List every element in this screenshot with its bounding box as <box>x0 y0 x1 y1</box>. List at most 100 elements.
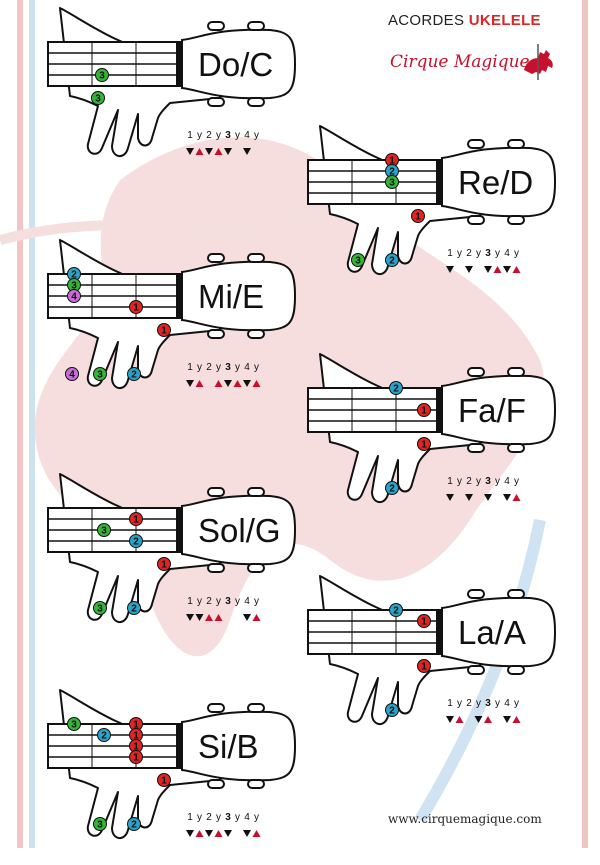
strum-count-label: 3 <box>225 362 231 373</box>
finger-dot <box>129 534 143 548</box>
finger-number: 2 <box>393 606 399 617</box>
strum-down-arrow-icon <box>243 830 251 837</box>
title-plain: ACORDES <box>388 12 465 29</box>
strum-down-arrow-icon <box>446 494 454 501</box>
fretboard <box>47 41 182 87</box>
finger-number: 3 <box>99 71 105 82</box>
finger-dot <box>385 175 399 189</box>
finger-number: 3 <box>95 94 101 105</box>
finger-number: 1 <box>421 406 427 417</box>
finger-number: 2 <box>389 167 395 178</box>
strum-count-label: 2 <box>206 130 212 141</box>
finger-dot <box>93 367 107 381</box>
strum-count-label: y <box>254 130 259 141</box>
strum-count-label: 3 <box>225 130 231 141</box>
website-url[interactable]: www.cirquemagique.com <box>388 812 542 826</box>
strum-count-label: 1 <box>447 248 453 259</box>
finger-dot <box>157 773 171 787</box>
finger-number: 4 <box>69 370 75 381</box>
strum-up-arrow-icon <box>512 494 521 501</box>
strum-up-arrow-icon <box>252 380 261 387</box>
finger-number: 1 <box>133 720 139 731</box>
finger-dot <box>67 717 81 731</box>
strum-down-arrow-icon <box>503 494 511 501</box>
headstock <box>441 367 557 453</box>
finger-dot <box>417 614 431 628</box>
strum-count-label: 3 <box>485 476 491 487</box>
strum-up-arrow-icon <box>195 148 204 155</box>
headstock <box>181 253 297 339</box>
chord-name: Fa/F <box>458 392 526 429</box>
strum-up-arrow-icon <box>214 830 223 837</box>
strum-count-label: y <box>514 476 519 487</box>
strum-count-label: 2 <box>466 698 472 709</box>
strum-count-label: 2 <box>466 476 472 487</box>
finger-dots: 33 <box>91 68 109 105</box>
strum-up-arrow-icon <box>233 380 242 387</box>
fretboard <box>307 159 442 205</box>
finger-number: 2 <box>393 384 399 395</box>
strum-down-arrow-icon <box>186 380 194 387</box>
strum-up-arrow-icon <box>195 830 204 837</box>
headstock <box>441 589 557 675</box>
strum-up-arrow-icon <box>512 716 521 723</box>
strum-up-arrow-icon <box>195 380 204 387</box>
strum-count-label: 4 <box>244 362 250 373</box>
strum-count-label: 2 <box>466 248 472 259</box>
strum-count-label: y <box>197 362 202 373</box>
strum-count-label: y <box>216 812 221 823</box>
finger-number: 2 <box>389 484 395 495</box>
finger-number: 2 <box>131 604 137 615</box>
finger-number: 2 <box>389 706 395 717</box>
finger-number: 3 <box>101 526 107 537</box>
chord-name: Si/B <box>198 728 259 765</box>
finger-number: 1 <box>133 731 139 742</box>
finger-dot <box>129 512 143 526</box>
strum-count-label: 3 <box>485 248 491 259</box>
strum-count-label: y <box>495 476 500 487</box>
strum-count-label: y <box>254 362 259 373</box>
strum-count-label: 4 <box>244 812 250 823</box>
finger-dot <box>385 253 399 267</box>
strum-count-label: 1 <box>447 698 453 709</box>
strum-down-arrow-icon <box>465 494 473 501</box>
strum-down-arrow-icon <box>465 266 473 273</box>
strum-down-arrow-icon <box>195 614 204 621</box>
strum-count-label: y <box>254 596 259 607</box>
headstock <box>181 487 297 573</box>
finger-dot <box>95 68 109 82</box>
finger-dot <box>93 817 107 831</box>
strum-count-label: y <box>457 476 462 487</box>
strum-down-arrow-icon <box>205 830 213 837</box>
finger-dot <box>97 728 111 742</box>
strum-down-arrow-icon <box>224 830 232 837</box>
fretboard <box>307 609 442 655</box>
carousel-horse-icon <box>524 44 553 80</box>
finger-dot <box>411 209 425 223</box>
finger-number: 3 <box>389 178 395 189</box>
finger-number: 1 <box>133 753 139 764</box>
strum-count-label: y <box>495 248 500 259</box>
finger-dot <box>385 703 399 717</box>
strum-up-arrow-icon <box>493 266 502 273</box>
strum-up-arrow-icon <box>214 148 223 155</box>
finger-number: 2 <box>131 820 137 831</box>
fretboard <box>47 507 182 553</box>
strum-count-label: 4 <box>504 248 510 259</box>
finger-dot <box>389 603 403 617</box>
strum-count-label: y <box>197 596 202 607</box>
finger-dot <box>351 253 365 267</box>
finger-number: 1 <box>161 776 167 787</box>
chord-name: Re/D <box>458 164 533 201</box>
